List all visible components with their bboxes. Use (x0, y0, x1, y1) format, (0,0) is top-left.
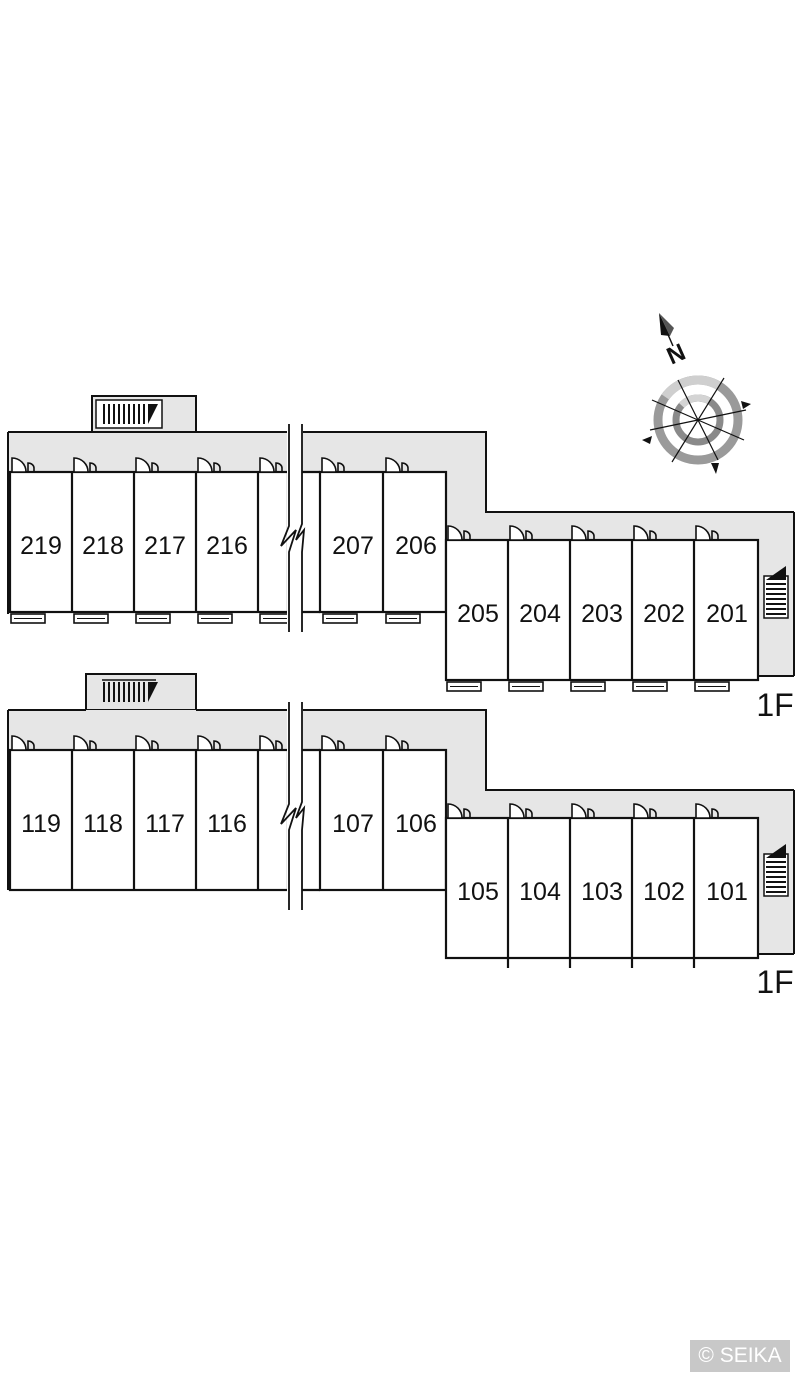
unit-label: 219 (20, 532, 62, 560)
compass-rose-icon: N (642, 313, 751, 474)
unit-label: 206 (395, 532, 437, 560)
lower-middle-block (302, 735, 448, 892)
upper-corridor (8, 432, 794, 676)
upper-east-stair (758, 512, 795, 677)
lower-break-line (280, 698, 306, 910)
upper-floor-plan: 219 218 217 216 207 206 205 204 203 202 … (7, 395, 795, 723)
unit-label: 203 (581, 600, 623, 628)
unit-label: 102 (643, 878, 685, 906)
unit-label: 217 (144, 532, 186, 560)
unit-label: 119 (21, 810, 61, 838)
unit-label: 216 (206, 532, 248, 560)
unit-label: 105 (457, 878, 499, 906)
lower-corridor (8, 710, 794, 954)
unit-label: 106 (395, 810, 437, 838)
north-arrow-icon (659, 313, 674, 347)
unit-label: 117 (145, 810, 185, 838)
floor-label: 1F (756, 964, 793, 1000)
unit-label: 103 (581, 878, 623, 906)
upper-east-block (444, 525, 760, 692)
upper-west-block (8, 457, 295, 624)
lower-east-stair (758, 790, 795, 955)
lower-top-stair (85, 673, 197, 711)
unit-label: 207 (332, 532, 374, 560)
unit-label: 107 (332, 810, 374, 838)
unit-label: 118 (83, 810, 123, 838)
north-label: N (663, 339, 690, 371)
upper-break-line (280, 420, 306, 632)
unit-label: 205 (457, 600, 499, 628)
copyright-badge: © SEIKA (690, 1340, 790, 1372)
unit-label: 101 (706, 878, 748, 906)
unit-label: 218 (82, 532, 124, 560)
unit-label: 201 (706, 600, 748, 628)
unit-label: 116 (207, 810, 247, 838)
upper-top-stair (91, 395, 197, 433)
unit-label: 202 (643, 600, 685, 628)
lower-east-block (444, 803, 760, 968)
unit-label: 204 (519, 600, 561, 628)
lower-west-block (8, 735, 290, 892)
floor-label: 1F (756, 687, 793, 723)
lower-floor-plan: 119 118 117 116 107 106 105 104 103 102 … (7, 673, 795, 1000)
unit-label: 104 (519, 878, 561, 906)
